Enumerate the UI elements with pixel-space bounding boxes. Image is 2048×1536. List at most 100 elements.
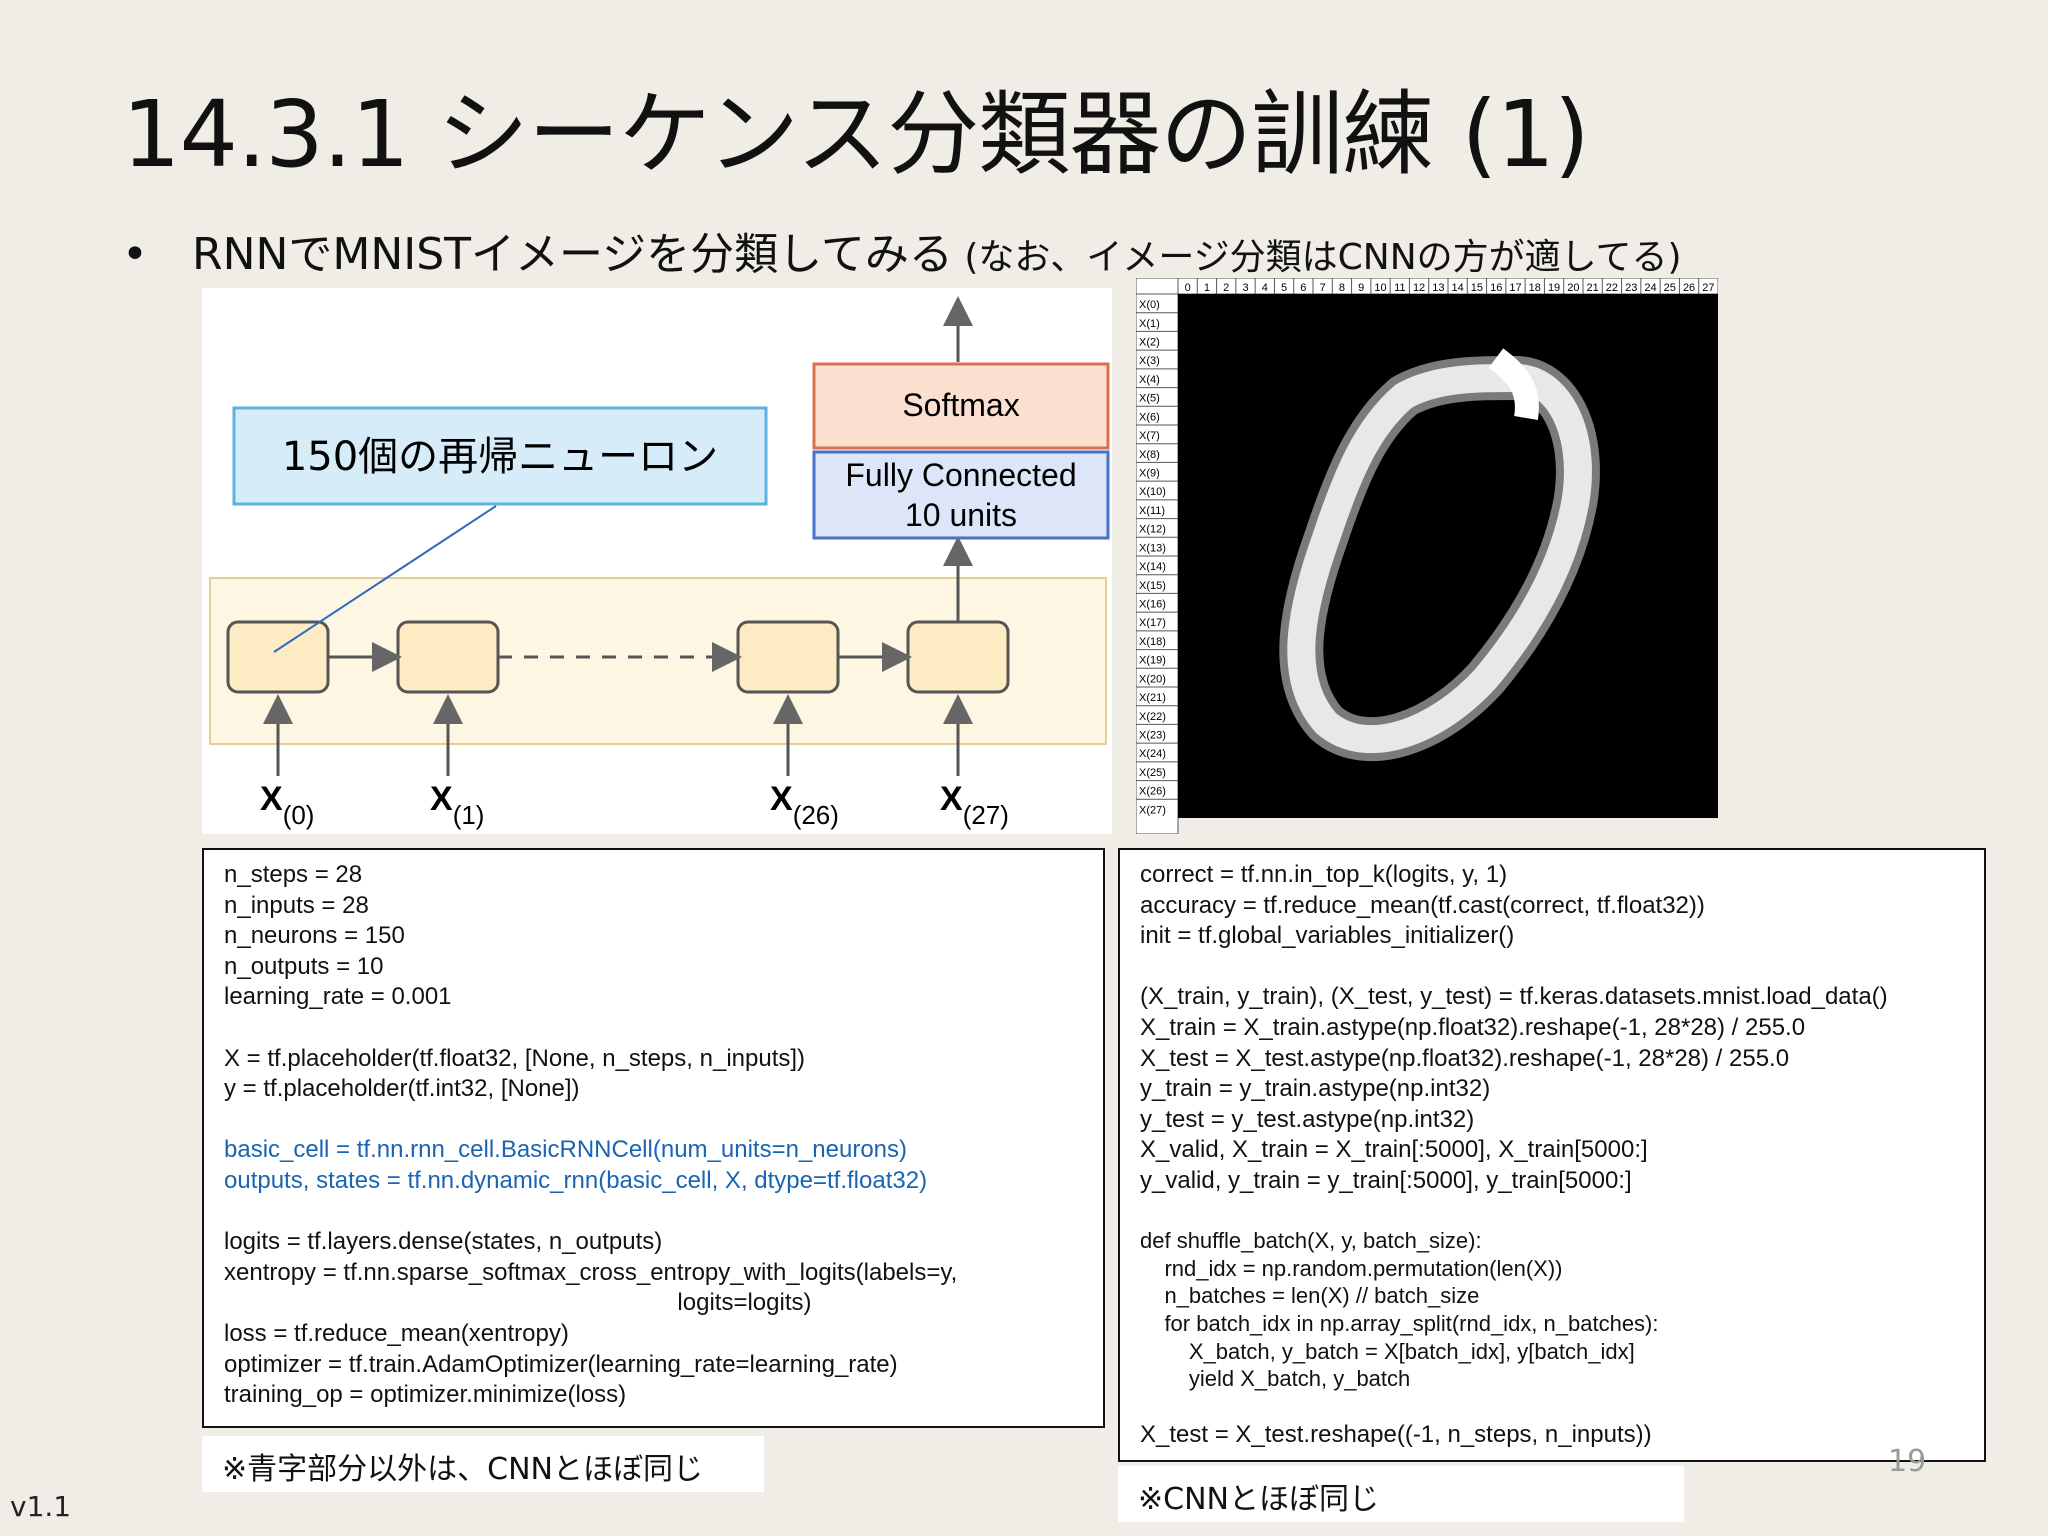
- row-label: X(15): [1139, 580, 1166, 592]
- row-label: X(18): [1139, 636, 1166, 648]
- code-right-small-line: for batch_idx in np.array_split(rnd_idx,…: [1140, 1310, 1659, 1336]
- code-left-line: learning_rate = 0.001: [224, 983, 452, 1011]
- code-left-line: loss = tf.reduce_mean(xentropy): [224, 1319, 569, 1347]
- bullet-main-text: RNNでMNISTイメージを分類してみる: [192, 229, 953, 280]
- column-label: 24: [1644, 282, 1656, 294]
- row-label: X(9): [1139, 467, 1160, 479]
- column-label: 21: [1587, 282, 1599, 294]
- rnn-cell-1: [396, 620, 500, 694]
- note-same-as-cnn: ※CNNとほぼ同じ: [1118, 1466, 1684, 1522]
- row-label: X(22): [1139, 711, 1166, 723]
- code-right-line: [1140, 1197, 1964, 1228]
- row-label: X(13): [1139, 542, 1166, 554]
- row-labels: X(0)X(1)X(2)X(3)X(4)X(5)X(6)X(7)X(8)X(9)…: [1136, 293, 1178, 816]
- code-left-line: y = tf.placeholder(tf.int32, [None]): [224, 1075, 580, 1103]
- rnn-cell-0: [226, 620, 330, 694]
- row-label: X(17): [1139, 617, 1166, 629]
- row-label: X(12): [1139, 524, 1166, 536]
- code-left-line: training_op = optimizer.minimize(loss): [224, 1381, 627, 1409]
- row-label: X(10): [1139, 486, 1166, 498]
- code-left-line: n_inputs = 28: [224, 891, 369, 919]
- code-right-small-line: [1140, 1393, 1964, 1421]
- row-label: X(11): [1139, 505, 1165, 517]
- column-label: 3: [1242, 282, 1248, 294]
- softmax-box: [812, 362, 1110, 450]
- row-label: X(24): [1139, 748, 1166, 760]
- input-label-27: X(27): [940, 780, 1009, 830]
- code-right-line: init = tf.global_variables_initializer(): [1140, 922, 1515, 950]
- column-label: 17: [1509, 282, 1521, 294]
- input-label-0: X(0): [260, 780, 314, 830]
- code-right-small-line: def shuffle_batch(X, y, batch_size):: [1140, 1228, 1482, 1254]
- fc-label-line1: Fully Connected: [845, 457, 1076, 493]
- column-label: 23: [1625, 282, 1637, 294]
- row-label: X(16): [1139, 598, 1166, 610]
- code-left-line: optimizer = tf.train.AdamOptimizer(learn…: [224, 1350, 898, 1378]
- row-label: X(1): [1139, 318, 1160, 330]
- code-right-line: y_train = y_train.astype(np.int32): [1140, 1075, 1491, 1103]
- code-right-line: accuracy = tf.reduce_mean(tf.cast(correc…: [1140, 891, 1705, 919]
- code-block-model: n_steps = 28 n_inputs = 28 n_neurons = 150…: [202, 848, 1105, 1428]
- code-lines-model: n_steps = 28 n_inputs = 28 n_neurons = 150…: [224, 860, 1083, 1411]
- rnn-diagram: X(0) X(1) X(26) X(27) Fully Connected 10…: [202, 288, 1112, 834]
- column-label: 5: [1281, 282, 1287, 294]
- column-label: 15: [1471, 282, 1483, 294]
- column-label: 0: [1185, 282, 1191, 294]
- column-label: 26: [1683, 282, 1695, 294]
- column-label: 11: [1394, 282, 1405, 294]
- code-left-line: X = tf.placeholder(tf.float32, [None, n_…: [224, 1044, 806, 1072]
- grid-rowheader-bg: [1136, 293, 1179, 834]
- code-right-small-line: yield X_batch, y_batch: [1140, 1366, 1411, 1392]
- row-label: X(21): [1139, 692, 1166, 704]
- column-label: 20: [1567, 282, 1579, 294]
- row-label: X(27): [1139, 804, 1166, 816]
- column-label: 7: [1320, 282, 1326, 294]
- code-left-line: n_steps = 28: [224, 861, 363, 888]
- column-label: 10: [1374, 282, 1386, 294]
- callout-label: 150個の再帰ニューロン: [282, 434, 718, 480]
- row-label: X(25): [1139, 767, 1166, 779]
- page-number: 19: [1888, 1444, 1927, 1479]
- row-label: X(20): [1139, 673, 1166, 685]
- code-left-line: logits = tf.layers.dense(states, n_outpu…: [224, 1228, 663, 1256]
- row-label: X(4): [1139, 374, 1160, 386]
- code-right-bottom-line: X_test = X_test.reshape((-1, n_steps, n_…: [1140, 1421, 1652, 1449]
- fc-label-line2: 10 units: [905, 497, 1017, 533]
- column-label: 12: [1413, 282, 1425, 294]
- column-label: 1: [1204, 282, 1210, 294]
- row-label: X(0): [1139, 299, 1160, 311]
- rnn-cell-27: [906, 620, 1010, 694]
- code-left-line: [224, 1105, 1083, 1136]
- code-right-line: y_valid, y_train = y_train[:5000], y_tra…: [1140, 1166, 1632, 1194]
- row-label: X(19): [1139, 655, 1166, 667]
- code-lines-reshape: X_test = X_test.reshape((-1, n_steps, n_…: [1140, 1420, 1964, 1451]
- bullet-point: •RNNでMNISTイメージを分類してみる (なお、イメージ分類はCNNの方が適…: [122, 218, 1682, 282]
- column-label: 13: [1432, 282, 1444, 294]
- row-label: X(14): [1139, 561, 1166, 573]
- row-label: X(3): [1139, 355, 1160, 367]
- column-label: 18: [1529, 282, 1541, 294]
- fully-connected-box: [812, 450, 1110, 540]
- code-right-line: X_train = X_train.astype(np.float32).res…: [1140, 1013, 1806, 1041]
- version-label: v1.1: [10, 1490, 72, 1523]
- code-left-line: n_outputs = 10: [224, 952, 384, 980]
- code-left-line: [224, 1197, 1083, 1228]
- row-label: X(23): [1139, 729, 1166, 741]
- code-right-line: X_valid, X_train = X_train[:5000], X_tra…: [1140, 1136, 1648, 1164]
- rnn-cell-26: [736, 620, 840, 694]
- row-label: X(7): [1139, 430, 1160, 442]
- callout-pointer: [273, 505, 497, 653]
- code-right-line: correct = tf.nn.in_top_k(logits, y, 1): [1140, 861, 1508, 888]
- note-blue-text-difference: ※青字部分以外は、CNNとほぼ同じ: [202, 1436, 764, 1492]
- column-label: 8: [1339, 282, 1345, 294]
- slide-title: 14.3.1 シーケンス分類器の訓練 (1): [122, 81, 1590, 188]
- code-right-small-line: X_batch, y_batch = X[batch_idx], y[batch…: [1140, 1338, 1635, 1364]
- column-label: 9: [1358, 282, 1364, 294]
- digit-zero-strokes: [1279, 348, 1600, 762]
- input-label-1: X(1): [430, 780, 484, 830]
- code-right-line: (X_train, y_train), (X_test, y_test) = t…: [1140, 983, 1888, 1011]
- row-label: X(8): [1139, 449, 1160, 461]
- code-right-small-line: rnd_idx = np.random.permutation(len(X)): [1140, 1255, 1563, 1281]
- code-left-line: n_neurons = 150: [224, 922, 405, 950]
